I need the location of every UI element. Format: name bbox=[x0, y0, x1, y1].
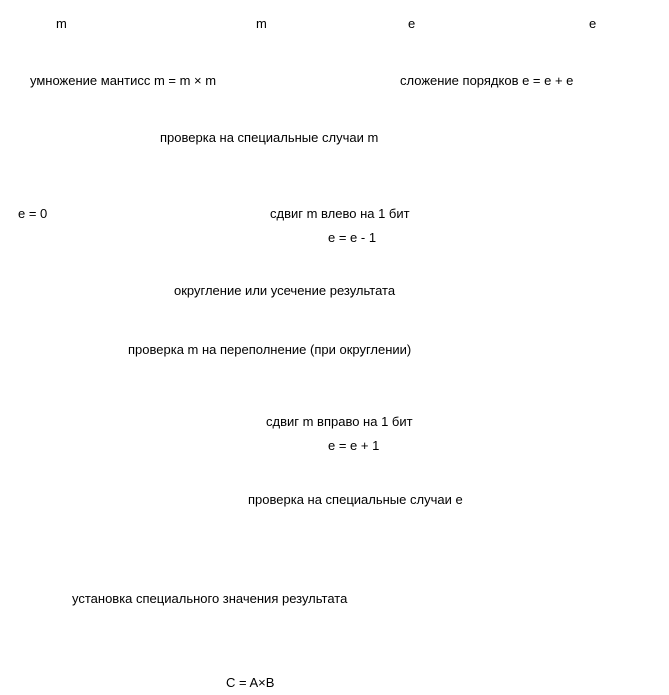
top-mark-e1: e bbox=[408, 16, 416, 31]
top-mark-e2: e bbox=[589, 16, 597, 31]
top-mark-m1: m bbox=[56, 16, 67, 31]
result-node: C = A×B bbox=[226, 675, 275, 690]
set-special-value-node: установка специального значения результа… bbox=[72, 591, 348, 606]
decrement-exponent-node: e = e - 1 bbox=[328, 230, 377, 245]
round-or-truncate-node: округление или усечение результата bbox=[174, 283, 396, 298]
multiply-mantissas-node: умножение мантисс m = m × m bbox=[30, 73, 217, 88]
add-exponents-node: сложение порядков e = e + e bbox=[400, 73, 574, 88]
increment-exponent-node: e = e + 1 bbox=[328, 438, 380, 453]
shift-right-node: сдвиг m вправо на 1 бит bbox=[266, 414, 413, 429]
top-mark-m2: m bbox=[256, 16, 267, 31]
e-zero-condition: e = 0 bbox=[18, 206, 48, 221]
shift-left-node: сдвиг m влево на 1 бит bbox=[270, 206, 410, 221]
check-overflow-node: проверка m на переполнение (при округлен… bbox=[128, 342, 412, 357]
check-special-cases-node: проверка на специальные случаи m bbox=[160, 130, 379, 145]
check-special-cases-exponent-node: проверка на специальные случаи e bbox=[248, 492, 463, 507]
